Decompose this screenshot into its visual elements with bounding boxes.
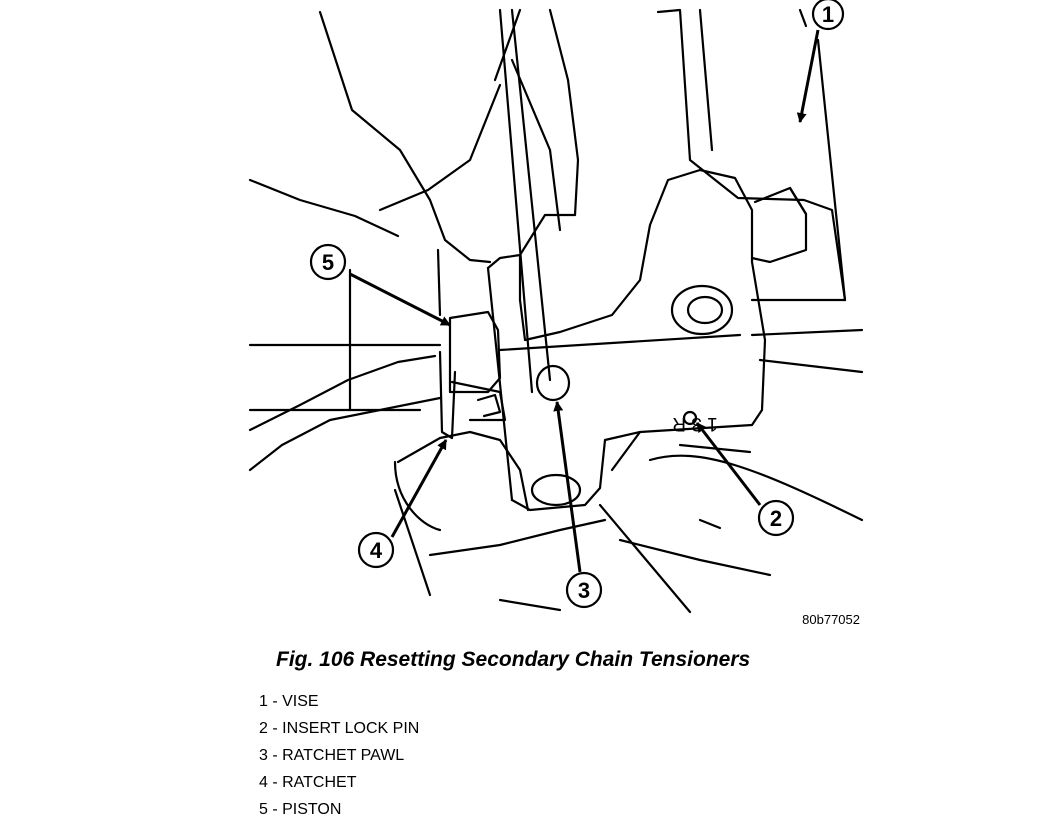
callout-circle-2	[757, 499, 795, 537]
legend-list: 1 - VISE 2 - INSERT LOCK PIN 3 - RATCHET…	[259, 688, 419, 823]
legend-item-5: 5 - PISTON	[259, 801, 342, 818]
callout-circle-3	[565, 571, 603, 609]
arrow-1	[796, 29, 820, 123]
callout-circle-4	[357, 531, 395, 569]
figure-code: 80b77052	[802, 612, 860, 627]
upper-hand	[248, 8, 580, 317]
lower-hand	[248, 354, 864, 614]
legend-item-4: 4 - RATCHET	[259, 774, 357, 791]
pawl-tool	[498, 8, 552, 394]
arrow-3	[553, 401, 582, 573]
callout-circle-5	[309, 243, 347, 281]
callout-3: 3	[578, 578, 590, 603]
vise-drawing	[656, 8, 847, 302]
callout-circle-1	[811, 0, 845, 31]
legend-item-3: 3 - RATCHET PAWL	[259, 747, 405, 764]
callout-5: 5	[322, 250, 334, 275]
figure-caption: Fig. 106 Resetting Secondary Chain Tensi…	[276, 648, 751, 671]
legend-item-1: 1 - VISE	[259, 693, 319, 710]
arrow-5	[349, 272, 451, 327]
callout-2: 2	[770, 506, 782, 531]
arrow-4	[390, 439, 448, 538]
callout-4: 4	[370, 538, 383, 563]
arrow-2	[695, 422, 762, 506]
tensioner-body	[486, 168, 767, 512]
callout-1: 1	[822, 2, 834, 27]
piston-drawing	[438, 310, 507, 440]
part-stamp: 1 3 R	[672, 413, 717, 434]
tensioner-illustration: 1 2 3 4 5 1 3 R 80b77052	[248, 0, 864, 627]
legend-item-2: 2 - INSERT LOCK PIN	[259, 720, 420, 737]
background-lines	[248, 268, 864, 412]
